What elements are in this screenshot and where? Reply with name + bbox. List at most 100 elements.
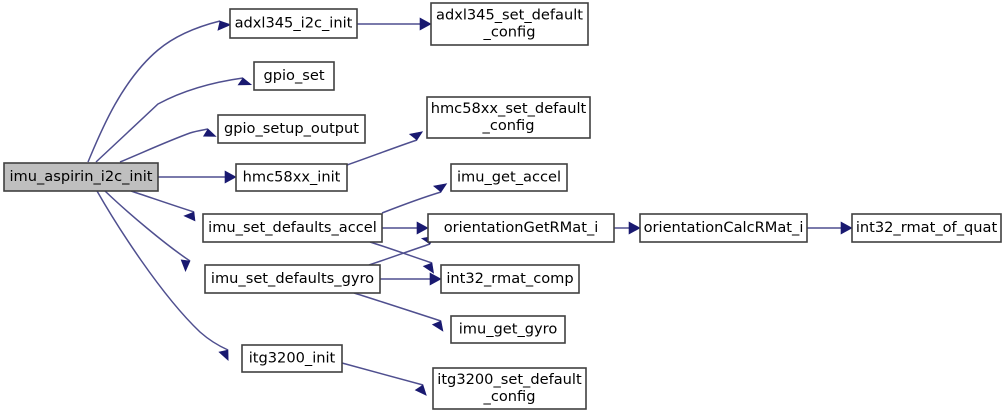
call-edge-imu_set_defaults_gyro-to-int32_rmat_comp [380,272,442,286]
call-edge-hmc58xx_init-to-hmc58xx_set_default_config [346,131,424,166]
arrow-head-icon [429,272,442,286]
call-edge-adxl345_i2c_init-to-adxl345_set_default_config [357,17,432,31]
node-label: adxl345_i2c_init [235,15,353,32]
call-edge-itg3200_init-to-itg3200_set_default_config [341,362,427,396]
call-graph-node-imu_set_defaults_accel[interactable]: imu_set_defaults_accel [202,213,383,243]
node-box[interactable] [253,61,335,91]
node-label: int32_rmat_comp [446,270,573,287]
node-label: _config [483,388,536,405]
call-edge-imu_aspirin_i2c_init-to-gpio_set [95,77,253,163]
call-graph-node-gpio_set[interactable]: gpio_set [253,61,335,91]
arrow-head-icon [416,221,429,235]
edge-line [381,191,442,214]
arrow-head-icon [224,170,237,184]
node-label: imu_set_defaults_gyro [211,270,374,287]
node-label: imu_aspirin_i2c_init [9,168,152,185]
call-graph-node-int32_rmat_comp[interactable]: int32_rmat_comp [440,264,580,294]
node-label: itg3200_set_default [437,371,582,388]
call-edge-orientationCalcRMat_i-to-int32_rmat_of_quat [807,221,853,235]
arrow-head-icon [218,349,229,361]
call-edge-imu_aspirin_i2c_init-to-itg3200_init [96,190,229,361]
call-graph-node-imu_get_accel[interactable]: imu_get_accel [450,163,568,192]
call-graph-node-gpio_setup_output[interactable]: gpio_setup_output [217,114,366,144]
arrow-head-icon [408,131,424,141]
call-graph-node-adxl345_set_default_config[interactable]: adxl345_set_default_config [430,2,589,46]
node-box[interactable] [217,114,366,144]
node-label: itg3200_init [249,350,336,367]
call-edge-imu_aspirin_i2c_init-to-imu_set_defaults_gyro [104,190,191,273]
node-box[interactable] [202,213,383,243]
arrow-head-icon [432,183,448,193]
arrow-head-icon [180,259,191,273]
node-box[interactable] [851,213,1002,243]
call-edge-imu_set_defaults_accel-to-imu_get_accel [381,183,448,214]
node-label: orientationCalcRMat_i [644,219,804,236]
call-edge-imu_set_defaults_accel-to-orientationGetRMat_i [382,221,429,235]
nodes-layer: imu_aspirin_i2c_init adxl345_i2c_init adxl… [3,2,1002,410]
call-edge-imu_aspirin_i2c_init-to-gpio_setup_output [119,128,217,163]
node-box[interactable] [639,213,808,243]
call-graph-node-imu_aspirin_i2c_init[interactable]: imu_aspirin_i2c_init [3,162,159,192]
node-box[interactable] [430,2,589,46]
edge-line [119,128,209,163]
call-graph-node-orientationGetRMat_i[interactable]: orientationGetRMat_i [427,213,615,243]
node-label: int32_rmat_of_quat [856,219,998,236]
node-label: adxl345_set_default [436,7,583,24]
call-graph-node-itg3200_init[interactable]: itg3200_init [241,344,343,373]
edge-line [341,362,424,386]
node-box[interactable] [440,264,580,294]
arrow-head-icon [431,320,444,332]
node-label: hmc58xx_init [243,169,341,186]
call-edge-imu_set_defaults_gyro-to-imu_get_gyro [353,292,444,332]
node-box[interactable] [450,163,568,192]
node-box[interactable] [204,264,381,294]
call-edge-imu_aspirin_i2c_init-to-imu_set_defaults_accel [130,190,196,222]
node-label: gpio_set [263,67,324,84]
edge-line [346,139,418,166]
node-label: _config [482,117,535,134]
node-label: gpio_setup_output [224,120,359,137]
edge-line [368,243,431,266]
edge-line [95,77,244,163]
edge-line [87,20,221,163]
arrow-head-icon [183,211,196,222]
call-graph-node-hmc58xx_init[interactable]: hmc58xx_init [235,163,348,192]
arrow-head-icon [414,384,427,396]
node-box[interactable] [426,96,591,139]
node-label: hmc58xx_set_default [431,100,587,117]
call-edge-orientationGetRMat_i-to-orientationCalcRMat_i [614,221,641,235]
node-label: imu_get_accel [457,169,561,186]
arrow-head-icon [419,17,432,31]
call-graph-node-hmc58xx_set_default_config[interactable]: hmc58xx_set_default_config [426,96,591,139]
arrow-head-icon [202,128,217,137]
arrow-head-icon [840,221,853,235]
node-box[interactable] [450,315,566,344]
edge-line [130,190,195,213]
call-graph-node-adxl345_i2c_init[interactable]: adxl345_i2c_init [229,8,358,39]
node-box[interactable] [432,367,587,410]
node-box[interactable] [241,344,343,373]
node-label: orientationGetRMat_i [444,219,599,236]
node-label: imu_set_defaults_accel [208,219,377,236]
call-graph-node-int32_rmat_of_quat[interactable]: int32_rmat_of_quat [851,213,1002,243]
arrow-head-icon [237,77,253,86]
edge-line [353,292,442,322]
call-graph-node-imu_set_defaults_gyro[interactable]: imu_set_defaults_gyro [204,264,381,294]
call-graph-node-orientationCalcRMat_i[interactable]: orientationCalcRMat_i [639,213,808,243]
node-box[interactable] [235,163,348,192]
arrow-head-icon [217,20,232,31]
edge-line [369,241,433,264]
call-edge-imu_aspirin_i2c_init-to-hmc58xx_init [158,170,237,184]
call-graph-node-imu_get_gyro[interactable]: imu_get_gyro [450,315,566,344]
arrow-head-icon [628,221,641,235]
arrow-head-icon [422,262,435,274]
edge-line [96,190,229,351]
call-edge-imu_aspirin_i2c_init-to-adxl345_i2c_init [87,20,232,163]
node-box[interactable] [229,8,358,39]
call-graph-node-itg3200_set_default_config[interactable]: itg3200_set_default_config [432,367,587,410]
node-box-root[interactable] [3,162,159,192]
node-box[interactable] [427,213,615,243]
node-label: imu_get_gyro [459,321,558,338]
